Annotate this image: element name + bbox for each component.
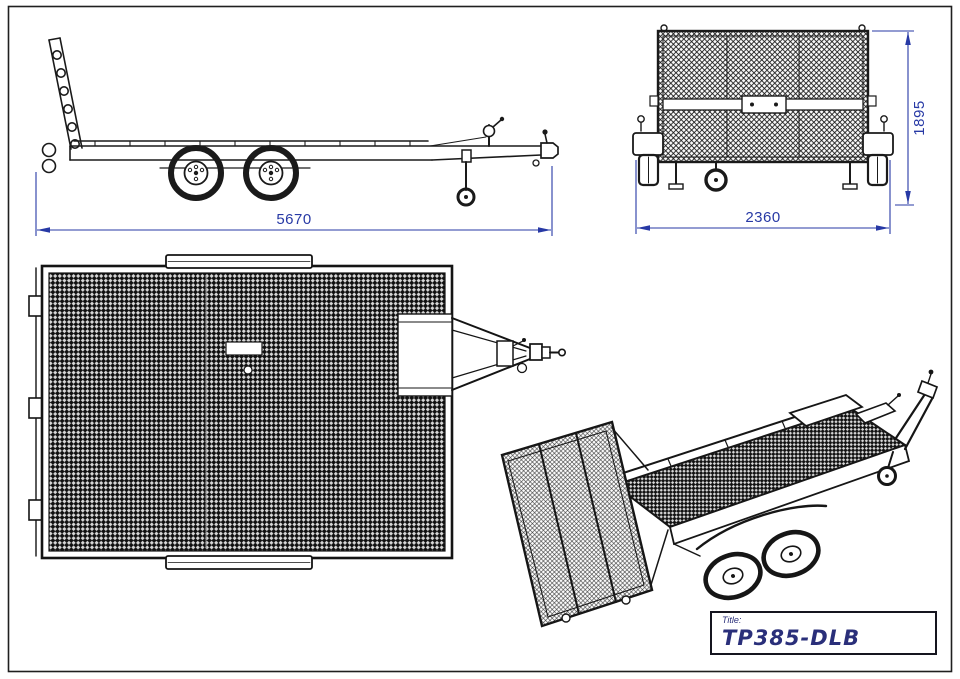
- rear-width-arrows: [637, 225, 889, 231]
- side-winch: [429, 116, 505, 147]
- side-length-arrows: [37, 227, 551, 233]
- rear-jockey-wheel: [704, 161, 728, 192]
- iso-wheel-front: [703, 551, 763, 601]
- rear-width-value: 2360: [745, 209, 780, 226]
- side-wheel-front: [168, 145, 224, 201]
- rear-height-value: 1895: [911, 100, 928, 135]
- rear-fenders: [632, 132, 894, 156]
- iso-side-rail: [668, 443, 911, 546]
- iso-jockey-wheel: [877, 451, 897, 486]
- plan-coupler: [529, 343, 566, 361]
- iso-drawbar: [894, 389, 935, 451]
- rear-mesh-gate: [649, 24, 877, 164]
- side-rear-lamps: [41, 142, 57, 174]
- plan-deck-fitting: [225, 341, 263, 356]
- iso-winch: [854, 393, 901, 424]
- side-coupler: [532, 129, 559, 167]
- plan-drawbar: [397, 313, 531, 397]
- rear-width-dimension: [635, 160, 891, 234]
- drawing-title: TP385-DLB: [722, 626, 861, 650]
- plan-ramp-hinges: [28, 295, 43, 521]
- iso-headboard-tray: [788, 394, 864, 428]
- rear-support-feet: [668, 161, 858, 190]
- rear-height-arrows: [905, 32, 911, 204]
- plan-tie-down-ring: [243, 365, 253, 375]
- rear-height-dimension: [872, 30, 914, 206]
- rear-marker-lamps: [637, 115, 888, 132]
- side-wheel-rear: [243, 145, 299, 201]
- title-block-label: Title:: [722, 615, 742, 625]
- side-ramp: [48, 37, 83, 150]
- rear-tires: [637, 153, 889, 187]
- isometric-view: [500, 369, 939, 628]
- side-view: [41, 37, 559, 207]
- rear-view: [632, 24, 894, 192]
- title-block: Title: TP385-DLB: [710, 611, 937, 655]
- iso-ramp: [500, 420, 654, 628]
- iso-wheel-rear: [761, 529, 821, 579]
- sheet-border: [7, 5, 953, 673]
- plan-fenders: [165, 254, 313, 570]
- iso-coupler: [916, 369, 939, 400]
- side-jockey-wheel: [456, 149, 476, 207]
- iso-mudguard: [695, 504, 828, 551]
- side-length-dimension: [35, 166, 553, 236]
- side-length-value: 5670: [276, 211, 311, 228]
- plan-view: [28, 254, 566, 570]
- plan-mesh-deck: [48, 272, 446, 552]
